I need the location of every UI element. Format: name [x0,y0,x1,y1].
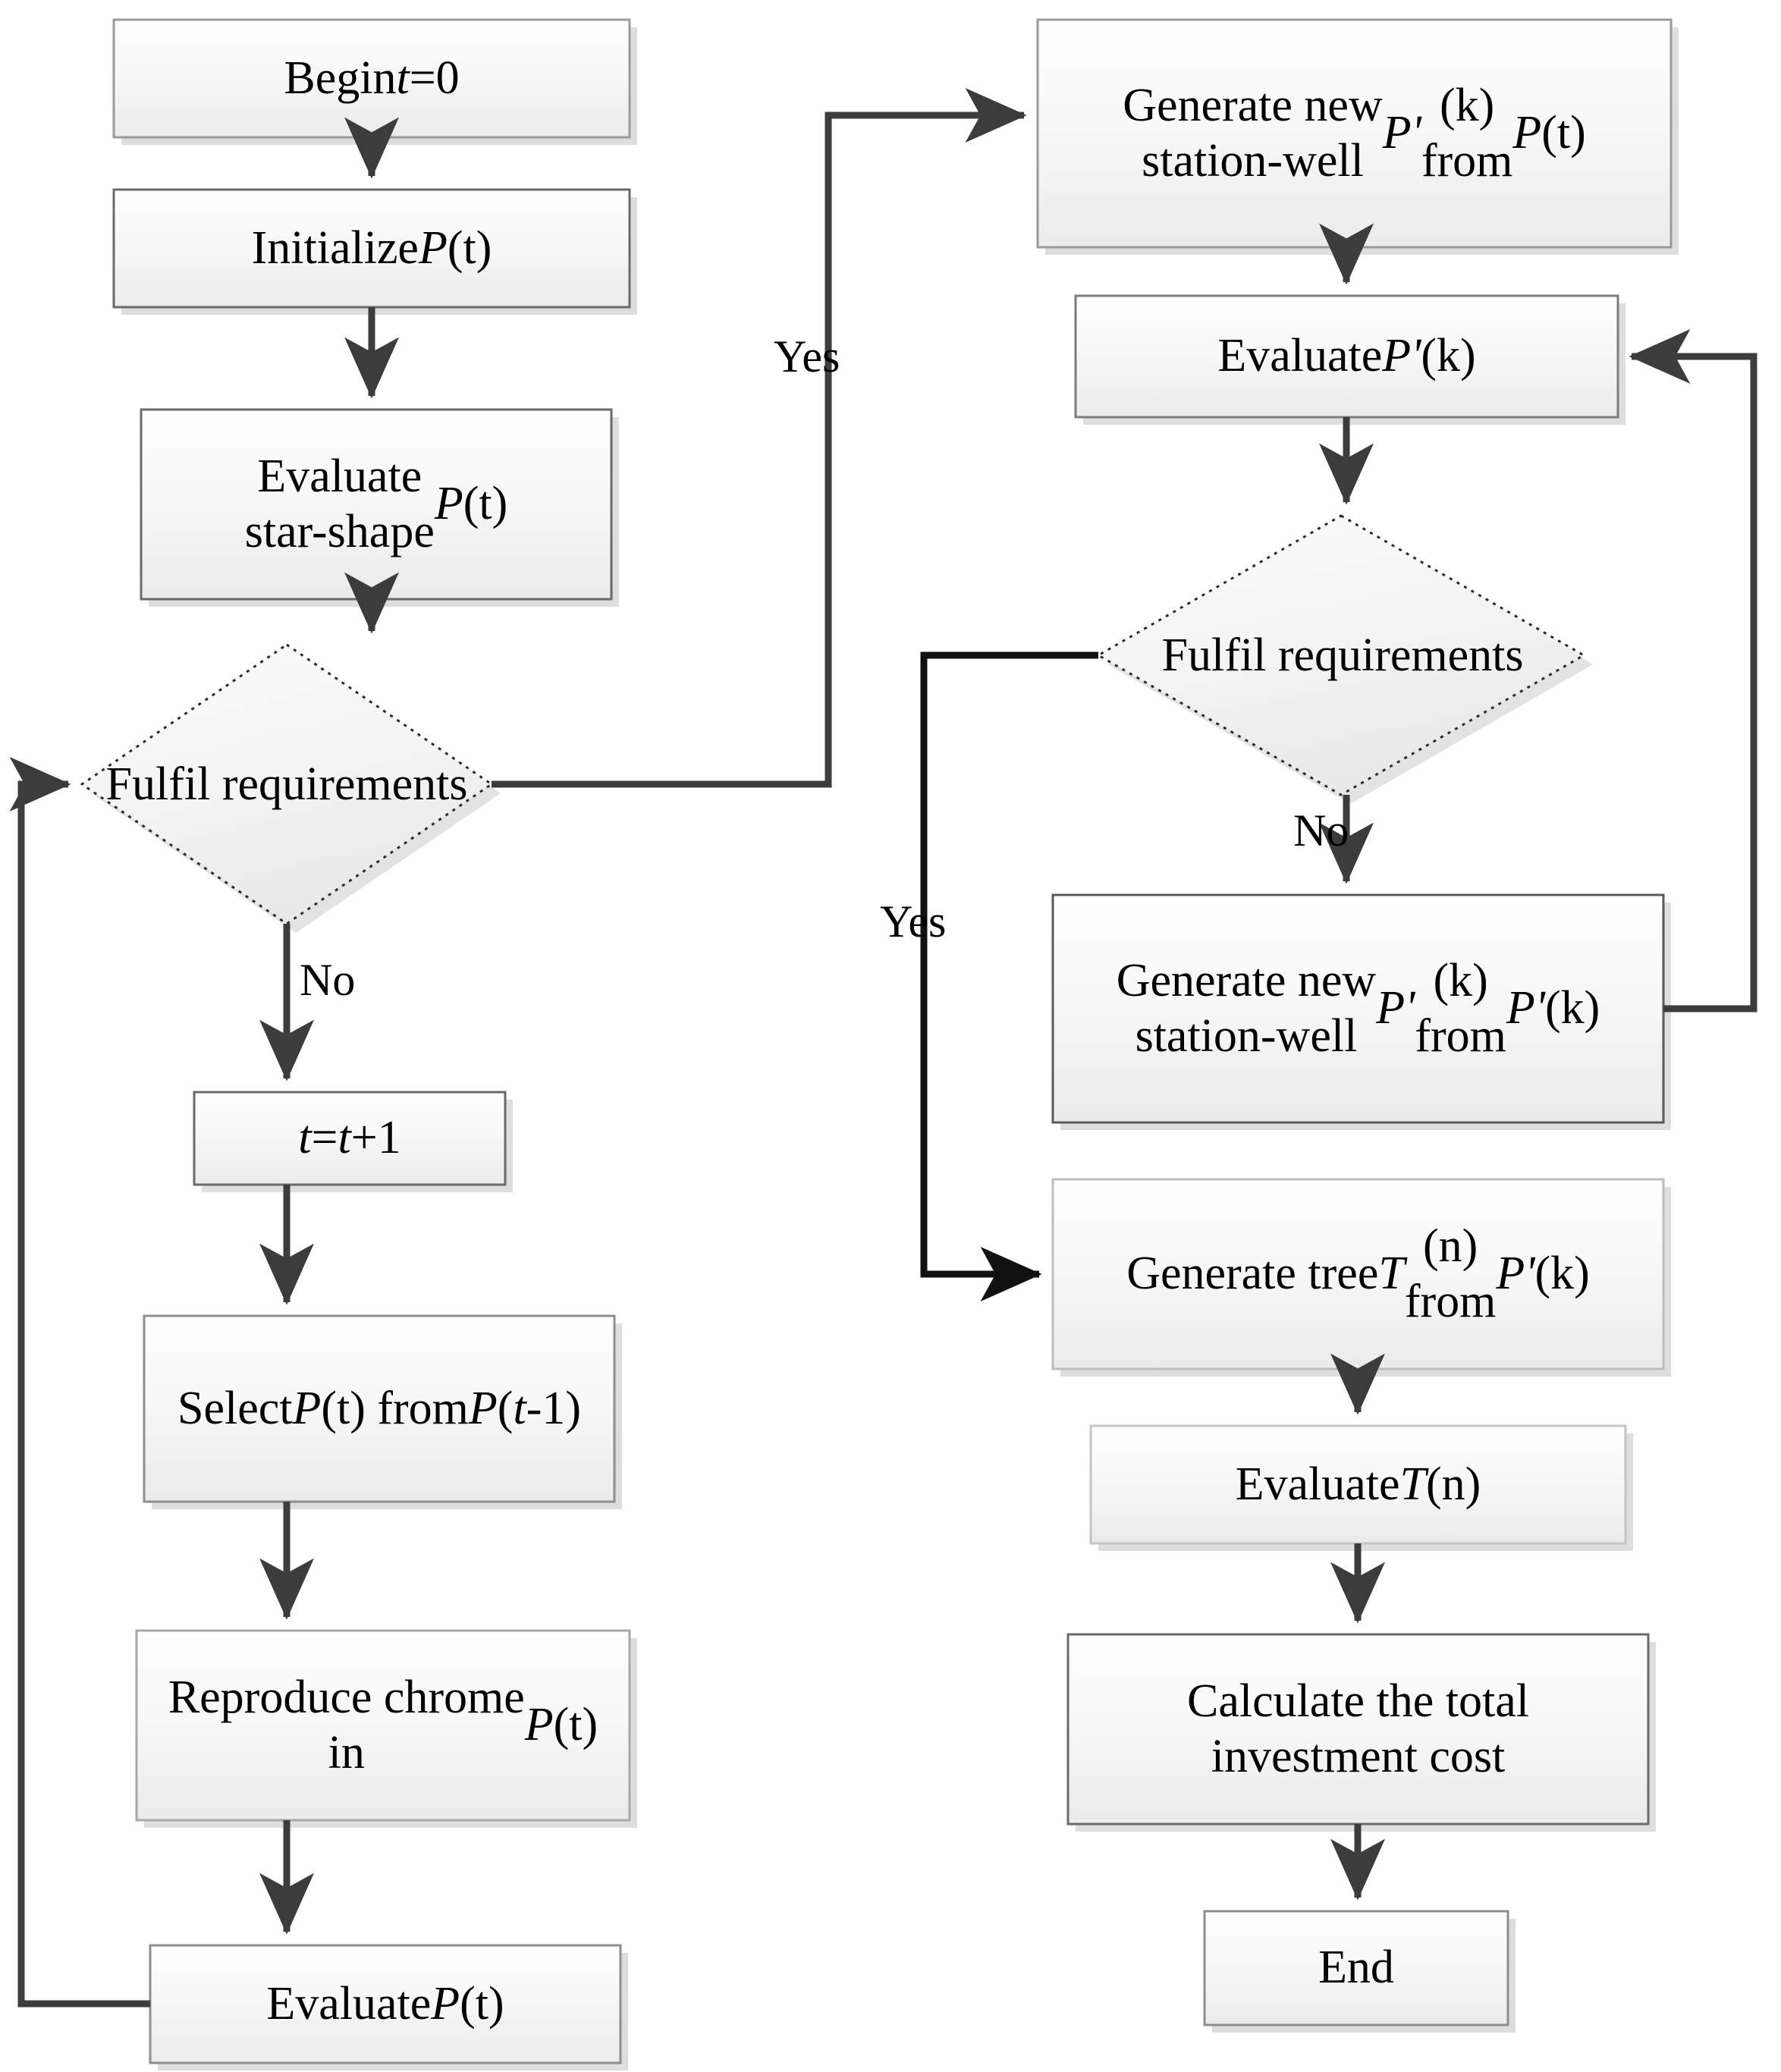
node-t-inc [193,1091,507,1186]
node-calc-cost [1066,1633,1650,1826]
node-init [112,188,631,309]
edge-fulfil-yes-genpt [492,88,1027,788]
decision-diamonds [80,514,1585,925]
node-eval-star [140,408,613,601]
node-eval-pk [1074,294,1619,419]
edge-genpk-evalpk-loop [1629,329,1757,1012]
node-gen-from-pt [1036,18,1673,249]
node-begin [112,18,631,139]
edge-label-left-yes: Yes [774,331,840,381]
node-eval-pt [149,1944,622,2064]
node-select [143,1314,616,1503]
connectors [9,88,1757,2008]
node-gen-from-pk [1051,893,1665,1124]
node-gen-tree [1051,1178,1665,1370]
edge-evalpt-fulfil-loop [9,757,150,2008]
node-reproduce [135,1629,631,1822]
node-eval-tn [1089,1424,1627,1545]
process-boxes [112,18,1673,2064]
edge-label-left-no: No [300,955,356,1005]
node-fulfil-right [1097,514,1585,796]
edge-label-right-no: No [1293,805,1349,855]
edge-label-right-yes: Yes [880,896,947,947]
node-fulfil-left [80,643,493,925]
connectors-yes-right [920,651,1098,1301]
edge-fulfilright-yes-gentree [920,651,1098,1301]
node-end [1203,1910,1509,2026]
